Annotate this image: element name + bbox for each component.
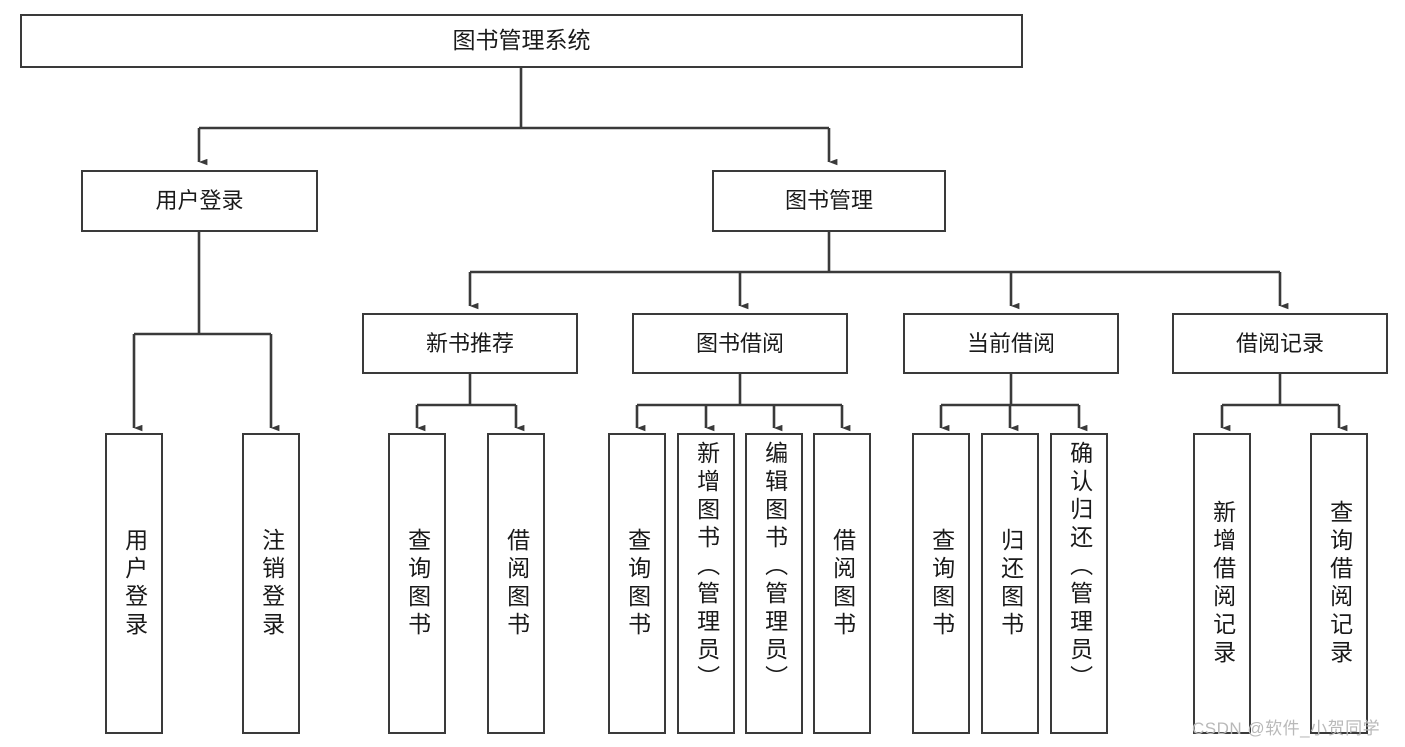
node-leaf-user-login-logout-label: 注销登录 — [258, 527, 285, 640]
node-leaf-current-borrow-return[interactable]: 归还图书 — [981, 433, 1039, 734]
node-root[interactable]: 图书管理系统 — [20, 14, 1023, 68]
node-leaf-user-login-login-label: 用户登录 — [121, 527, 148, 640]
node-current-borrow-label: 当前借阅 — [966, 330, 1055, 356]
node-book-borrow[interactable]: 图书借阅 — [632, 313, 848, 374]
node-leaf-borrow-record-query-label: 查询借阅记录 — [1326, 499, 1353, 668]
node-leaf-book-borrow-query[interactable]: 查询图书 — [608, 433, 666, 734]
node-leaf-borrow-record-add-label: 新增借阅记录 — [1209, 499, 1236, 668]
node-user-login[interactable]: 用户登录 — [81, 170, 318, 232]
node-root-label: 图书管理系统 — [452, 27, 591, 54]
csdn-watermark: CSDN @软件_小贺同学 — [1192, 719, 1381, 738]
node-book-management[interactable]: 图书管理 — [712, 170, 946, 232]
node-leaf-new-book-query[interactable]: 查询图书 — [388, 433, 446, 734]
node-leaf-current-borrow-confirm-label: 确认归还（管理员） — [1066, 441, 1093, 693]
node-leaf-borrow-record-add[interactable]: 新增借阅记录 — [1193, 433, 1251, 734]
node-leaf-book-borrow-add[interactable]: 新增图书（管理员） — [677, 433, 735, 734]
node-leaf-current-borrow-return-label: 归还图书 — [997, 527, 1024, 640]
node-leaf-current-borrow-query[interactable]: 查询图书 — [912, 433, 970, 734]
node-borrow-record-label: 借阅记录 — [1235, 330, 1324, 356]
node-leaf-new-book-borrow[interactable]: 借阅图书 — [487, 433, 545, 734]
node-new-book-recommend-label: 新书推荐 — [425, 330, 514, 356]
node-leaf-user-login-logout[interactable]: 注销登录 — [242, 433, 300, 734]
node-leaf-book-borrow-add-label: 新增图书（管理员） — [693, 441, 720, 693]
node-new-book-recommend[interactable]: 新书推荐 — [362, 313, 578, 374]
node-leaf-new-book-query-label: 查询图书 — [404, 527, 431, 640]
node-leaf-book-borrow-borrow[interactable]: 借阅图书 — [813, 433, 871, 734]
node-leaf-book-borrow-borrow-label: 借阅图书 — [829, 527, 856, 640]
node-leaf-book-borrow-query-label: 查询图书 — [624, 527, 651, 640]
node-leaf-user-login-login[interactable]: 用户登录 — [105, 433, 163, 734]
node-leaf-current-borrow-query-label: 查询图书 — [928, 527, 955, 640]
node-current-borrow[interactable]: 当前借阅 — [903, 313, 1119, 374]
node-borrow-record[interactable]: 借阅记录 — [1172, 313, 1388, 374]
node-leaf-book-borrow-edit[interactable]: 编辑图书（管理员） — [745, 433, 803, 734]
node-leaf-new-book-borrow-label: 借阅图书 — [503, 527, 530, 640]
node-book-management-label: 图书管理 — [784, 188, 873, 214]
node-leaf-current-borrow-confirm[interactable]: 确认归还（管理员） — [1050, 433, 1108, 734]
node-leaf-borrow-record-query[interactable]: 查询借阅记录 — [1310, 433, 1368, 734]
node-leaf-book-borrow-edit-label: 编辑图书（管理员） — [761, 441, 788, 693]
node-user-login-label: 用户登录 — [155, 188, 244, 214]
node-book-borrow-label: 图书借阅 — [695, 330, 784, 356]
